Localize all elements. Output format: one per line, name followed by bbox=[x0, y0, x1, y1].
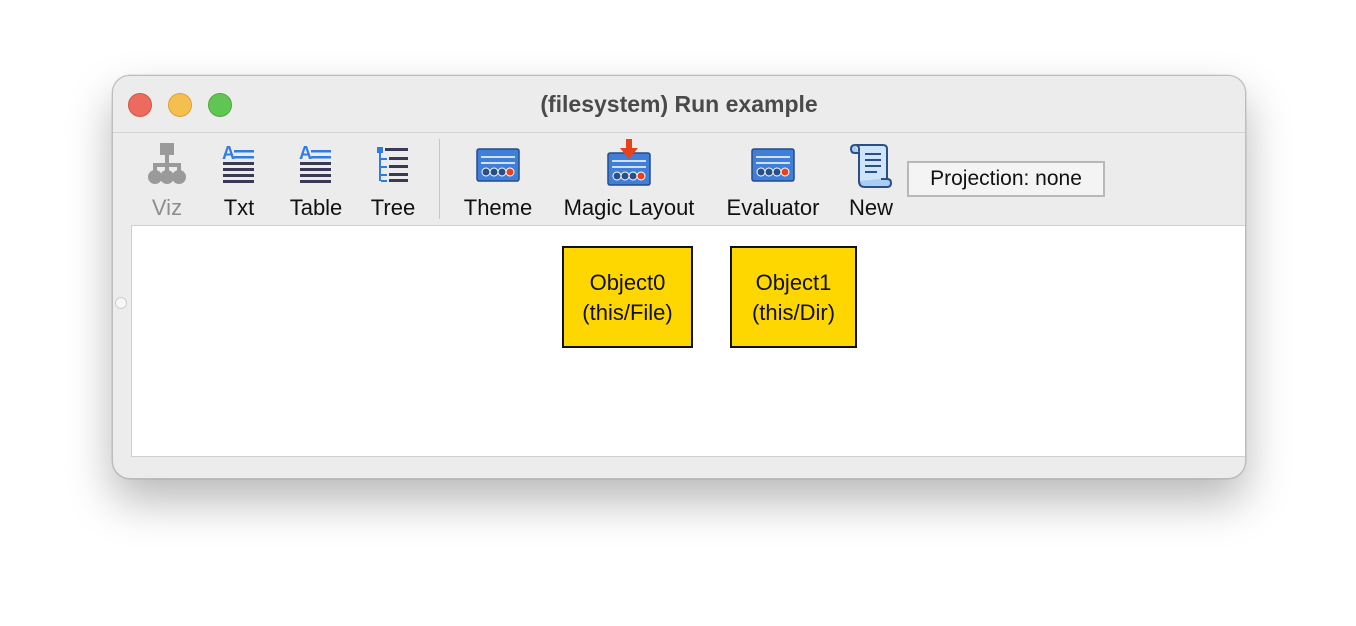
evaluator-label: Evaluator bbox=[726, 195, 820, 220]
toolbar-separator bbox=[439, 139, 440, 219]
theme-icon bbox=[474, 139, 522, 191]
close-window-button[interactable] bbox=[128, 93, 152, 117]
zoom-window-button[interactable] bbox=[208, 93, 232, 117]
theme-button[interactable]: Theme bbox=[457, 137, 539, 223]
app-window: (filesystem) Run example Viz bbox=[112, 75, 1246, 479]
graph-node-object1[interactable]: Object1 (this/Dir) bbox=[730, 246, 857, 348]
split-pane-handle[interactable] bbox=[115, 297, 127, 309]
txt-button[interactable]: A Txt bbox=[209, 137, 269, 223]
graph-node-object0[interactable]: Object0 (this/File) bbox=[562, 246, 693, 348]
tree-button[interactable]: Tree bbox=[361, 137, 425, 223]
new-label: New bbox=[848, 195, 893, 220]
svg-text:A: A bbox=[222, 143, 235, 163]
tree-icon bbox=[369, 139, 417, 191]
evaluator-button[interactable]: Evaluator bbox=[719, 137, 827, 223]
new-button[interactable]: New bbox=[841, 137, 901, 223]
table-button[interactable]: A Table bbox=[279, 137, 353, 223]
viz-button[interactable]: Viz bbox=[137, 137, 197, 223]
projection-button[interactable]: Projection: none bbox=[907, 161, 1105, 197]
theme-label: Theme bbox=[463, 195, 533, 220]
node-type: (this/File) bbox=[582, 300, 673, 325]
node-type: (this/Dir) bbox=[751, 300, 836, 325]
table-icon: A bbox=[292, 139, 340, 191]
magic-layout-button[interactable]: Magic Layout bbox=[555, 137, 703, 223]
tree-label: Tree bbox=[370, 195, 416, 220]
window-title: (filesystem) Run example bbox=[540, 91, 818, 117]
node-name: Object0 bbox=[589, 270, 666, 295]
graph-canvas[interactable]: Object0 (this/File) Object1 (this/Dir) bbox=[131, 225, 1245, 457]
viz-tree-icon bbox=[143, 139, 191, 191]
toolbar: Viz A Txt A bbox=[113, 133, 1245, 225]
evaluator-icon bbox=[749, 139, 797, 191]
svg-text:A: A bbox=[299, 143, 312, 163]
node-name: Object1 bbox=[755, 270, 832, 295]
minimize-window-button[interactable] bbox=[168, 93, 192, 117]
txt-icon: A bbox=[215, 139, 263, 191]
magic-layout-icon bbox=[605, 139, 653, 191]
new-scroll-icon bbox=[847, 139, 895, 191]
viz-label: Viz bbox=[151, 195, 183, 220]
magic-layout-label: Magic Layout bbox=[563, 195, 695, 220]
title-bar[interactable]: (filesystem) Run example bbox=[113, 76, 1245, 133]
table-label: Table bbox=[289, 195, 343, 220]
txt-label: Txt bbox=[223, 195, 255, 220]
